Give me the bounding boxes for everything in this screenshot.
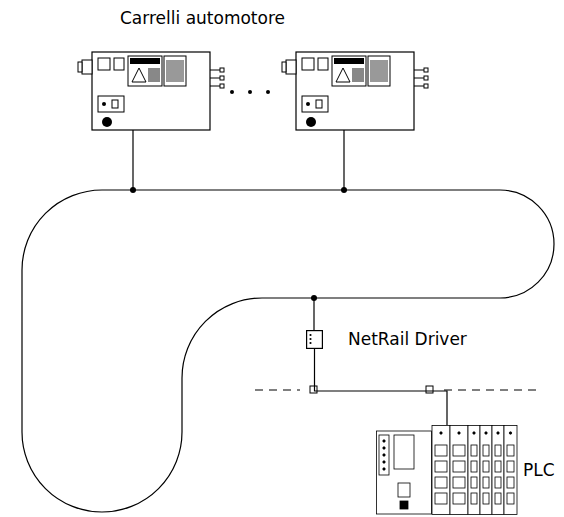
cart-symbol <box>282 52 428 130</box>
cart-drop <box>343 130 344 190</box>
bus-connector <box>315 349 448 425</box>
node-label: PLC <box>523 461 555 480</box>
driver-symbol <box>306 330 323 349</box>
node-label: NetRail Driver <box>348 330 467 349</box>
ellipsis-dot <box>230 90 234 94</box>
ellipsis-dot <box>248 90 252 94</box>
cart-drop <box>132 130 133 190</box>
junction-dot <box>311 295 317 301</box>
rail-loop <box>22 190 554 512</box>
cart-symbol <box>78 52 224 130</box>
bus-line <box>255 389 300 390</box>
bus-tap <box>426 386 433 393</box>
driver-drop <box>313 298 314 330</box>
plc-symbol <box>376 425 518 515</box>
bus-line <box>444 389 540 390</box>
bus-tap <box>310 386 317 393</box>
ellipsis-dot <box>266 90 270 94</box>
plc-rack: PLC <box>376 425 518 515</box>
driver-box: NetRail Driver <box>306 330 323 349</box>
junction-dot <box>341 187 347 193</box>
group-label: Carrelli automotore <box>120 9 285 28</box>
junction-dot <box>130 187 136 193</box>
